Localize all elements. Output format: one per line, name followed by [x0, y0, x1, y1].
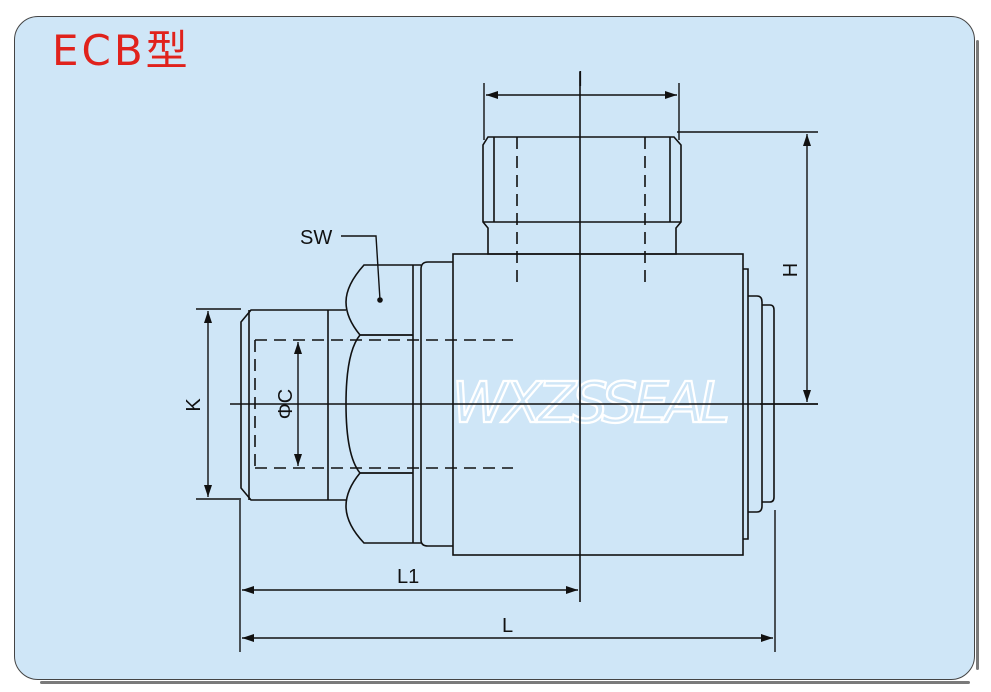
dim-c-label: ΦC	[275, 389, 297, 419]
top-port-outline	[482, 136, 682, 255]
extension-lines	[196, 83, 818, 652]
hex-bottom-face	[345, 472, 413, 544]
ext-l	[483, 83, 680, 140]
side-bore-hidden	[255, 339, 513, 469]
dim-l-label: l	[578, 69, 582, 91]
top-port-thread-lines	[493, 137, 671, 222]
nozzle-outline	[240, 309, 346, 501]
dim-k-label: K	[183, 398, 205, 412]
sw-leader-line	[341, 235, 381, 301]
top-bore-hidden	[516, 137, 646, 285]
dim-len-label: L	[502, 615, 513, 637]
panel-shadow-bottom	[40, 681, 970, 684]
ext-k	[196, 308, 241, 500]
center-lines	[230, 72, 818, 602]
panel-shadow-right	[976, 40, 979, 670]
dim-l1-label: L1	[397, 566, 419, 588]
sw-leader-dot	[377, 297, 383, 303]
dim-sw-label: SW	[300, 227, 332, 249]
dimension-lines	[204, 91, 811, 642]
hex-top-face	[345, 264, 413, 336]
dim-h-label: H	[780, 263, 802, 277]
part-outline	[240, 136, 775, 556]
ext-len	[239, 500, 776, 652]
ext-h	[677, 131, 818, 405]
drawing-panel	[14, 16, 975, 680]
model-title: ECB型	[52, 26, 191, 75]
